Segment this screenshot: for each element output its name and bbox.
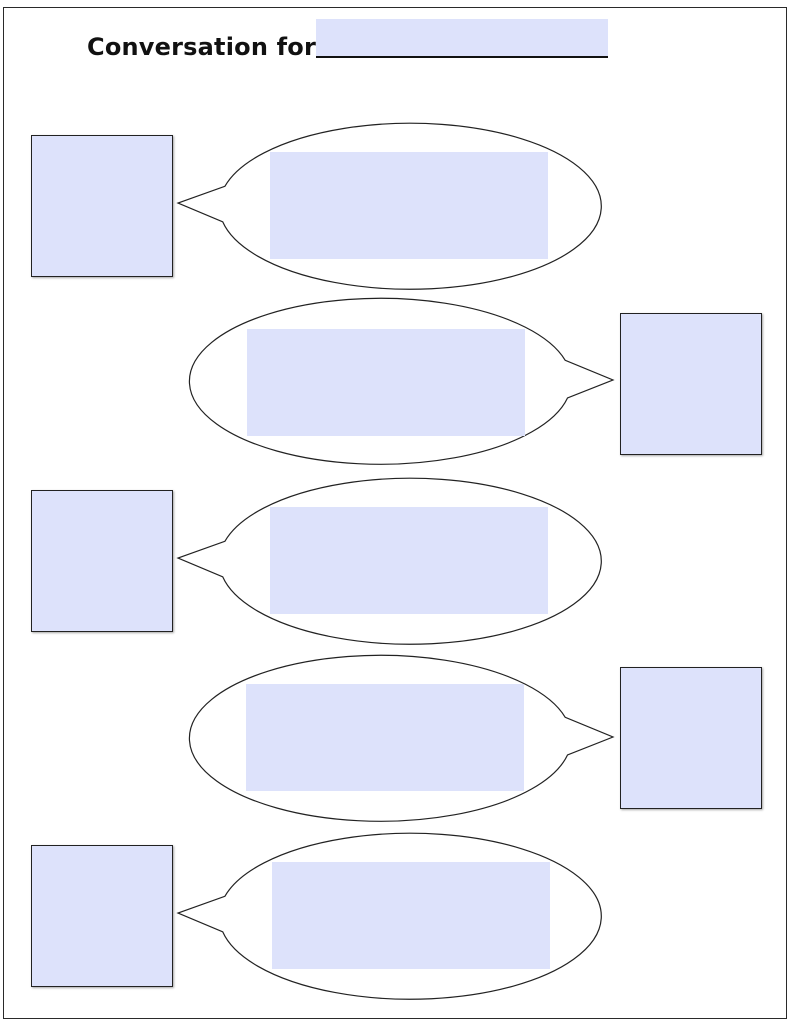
- speaker-picture-box-4[interactable]: [620, 667, 762, 809]
- dialogue-text-field-2[interactable]: [247, 329, 525, 436]
- title-row: Conversation for: [87, 18, 316, 62]
- name-field[interactable]: [316, 19, 608, 58]
- page-title: Conversation for: [87, 33, 317, 61]
- dialogue-text-field-5[interactable]: [272, 862, 550, 969]
- dialogue-text-field-3[interactable]: [270, 507, 548, 614]
- dialogue-text-field-1[interactable]: [270, 152, 548, 259]
- speaker-picture-box-1[interactable]: [31, 135, 173, 277]
- speaker-picture-box-3[interactable]: [31, 490, 173, 632]
- dialogue-text-field-4[interactable]: [246, 684, 524, 791]
- speaker-picture-box-2[interactable]: [620, 313, 762, 455]
- speaker-picture-box-5[interactable]: [31, 845, 173, 987]
